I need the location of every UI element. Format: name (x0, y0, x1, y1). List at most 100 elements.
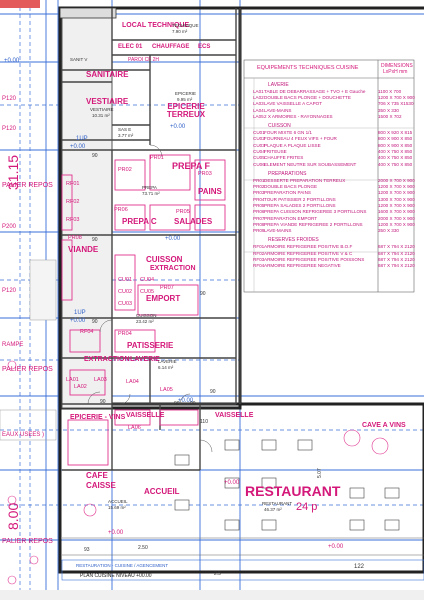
note-palier-repos-1: PALIER REPOS (2, 182, 53, 189)
room-accueil-area: 15.69 m² (108, 505, 126, 510)
level-7: +0.00 (224, 480, 240, 486)
room-prepa-area: 73.71 m² (142, 191, 160, 196)
equipment-description: PREPA SALADES 2 PORTILLONS (264, 202, 336, 208)
code-pr01: PR01 (150, 155, 164, 161)
room-vestiaire-small: VESTIAIRE (90, 107, 114, 112)
dim-90-b: 90 (92, 237, 98, 243)
equipment-dimensions: 687 X 794 X 2120 (378, 250, 415, 256)
label-ecs: ECS (198, 44, 211, 50)
kitchen-equipment (61, 154, 226, 466)
equipment-dimensions: 2000 X 700 X 900 (378, 177, 415, 183)
equipment-code: LA04 (253, 107, 264, 113)
equipment-description: PREPARATION EMPORT (264, 215, 318, 221)
room-accueil: ACCUEIL (144, 487, 180, 496)
room-cave-vins: CAVE A VINS (362, 422, 406, 429)
note-eaux-usees: EAUX USEES ) (2, 432, 45, 438)
equipment-code: PR06 (253, 209, 265, 215)
equipment-dimensions: 800 X 920 X 815 (378, 130, 413, 136)
label-sanit: SANIT V (70, 57, 88, 62)
level-p120a: P120 (2, 96, 17, 102)
equipment-code: RF02 (253, 250, 265, 256)
equipment-section-title: PREPARATIONS (268, 170, 307, 177)
room-viande: VIANDE (68, 245, 99, 254)
room-patisserie: PATISSERIE (127, 341, 174, 350)
equipment-description: FOUR MIXTE 6 GN 1/1 (264, 130, 312, 136)
level-up-1: 1UP (76, 136, 88, 142)
code-rf03: RF03 (66, 217, 80, 223)
level-9: +0.00 (328, 544, 344, 550)
level-p200: P200 (2, 224, 17, 230)
room-prepa-f: PREPA F (172, 161, 211, 171)
equipment-code: CU03 (253, 142, 265, 148)
dim-8-00: 8.00 (5, 502, 21, 530)
restaurant-capacity: 24 p (296, 501, 318, 513)
plan-note: RESTAURATION - CUISINE / AGENCEMENT (76, 563, 169, 568)
equipment-description: ARMOIRE REFRIGEREE POSITIVE B.O.F (264, 244, 353, 250)
room-epicerie-small: EPICERIE (175, 91, 197, 96)
level-4: +0.00 (170, 124, 186, 130)
room-cuisson-area: 23.42 m² (136, 319, 154, 324)
equipment-dimensions: 800 X 900 X 850 (378, 136, 413, 142)
equipment-description: TOUR PATISSIER 2 PORTILLONS (264, 196, 336, 202)
level-p120c: P120 (2, 288, 17, 294)
equipment-section-title: LAVERIE (268, 82, 289, 88)
dim-5-07: 5.07 (317, 468, 323, 478)
level-5: +0.00 (165, 236, 181, 242)
equipment-code: RF03 (253, 256, 265, 262)
room-laverie-small: LAVERIE (158, 359, 177, 364)
room-prepa-small: PREPA (142, 185, 157, 190)
equipment-description: DOUBLE BACS PLONGE (264, 184, 318, 189)
equipment-description: PREPARATION PAINS (264, 190, 311, 196)
equipment-dimensions: 687 X 794 X 2120 (378, 263, 415, 269)
room-cafe: CAFE (86, 471, 108, 480)
restaurant-tables (83, 429, 400, 531)
room-cuisson: CUISSON (146, 255, 183, 264)
exterior-features (0, 0, 57, 585)
code-pr03: PR03 (198, 171, 212, 177)
code-pr02: PR02 (118, 167, 132, 173)
equipment-description: LAVE VAISSELLE A CAPOT (264, 101, 323, 107)
room-vaisselle-2: VAISSELLE (215, 412, 254, 419)
equipment-description: LAVE-MAINS (264, 107, 292, 113)
code-la04: LA04 (126, 379, 139, 385)
code-cu05: CU05 (140, 289, 155, 295)
equipment-description: 2 X ARMOIRES - RAYONNAGES (264, 114, 333, 119)
equipment-code: CU01 (253, 130, 265, 136)
room-restaurant-small: RESTAURANT (262, 501, 293, 506)
equipment-code: LA02 (253, 95, 264, 101)
equipment-table-frame (243, 59, 415, 293)
code-pr04: PR04 (118, 331, 132, 337)
code-la02: LA02 (74, 384, 87, 390)
equipment-dimensions: 400 X 750 X 850 (378, 155, 413, 161)
room-sas: SAS E (118, 127, 132, 132)
equipment-description: FOURNEAU 4 FEUX VIFS + FOUR (264, 136, 337, 142)
level-up-2: 1UP (74, 310, 86, 316)
dim-90-d: 90 (92, 319, 98, 325)
equipment-dimensions: 2000 X 700 X 900 (378, 215, 415, 221)
equipment-description: LAVE-MAINS (264, 228, 292, 234)
equipment-description: ARMOIRE REFRIGEREE POSITIVE POISSONS (264, 256, 365, 262)
room-extraction: EXTRACTION (150, 265, 196, 272)
equipment-dimensions: 1200 X 700 X 900 (378, 190, 415, 196)
equipment-dimensions: 687 X 794 X 2120 (378, 256, 415, 262)
equipment-code: PR09 (253, 228, 265, 234)
equipment-dimensions: 687 X 794 X 2120 (378, 244, 415, 250)
equipment-code: CU05 (253, 155, 265, 161)
label-elec: ELEC 01 (118, 44, 143, 50)
label-chauffage: CHAUFFAGE (152, 44, 190, 50)
dim-90-e: 90 (174, 401, 180, 407)
equipment-description: DOUBLE BACS PLONGE + DOUCHETTE (264, 95, 351, 101)
equipment-code: PR03 (253, 190, 265, 196)
code-rf01: RF01 (66, 181, 80, 187)
dim-90-h: 90 (210, 389, 216, 395)
equipment-dimensions: 1500 X 702 (378, 114, 402, 119)
dim-110: 110 (200, 419, 208, 425)
code-la03: LA03 (94, 377, 107, 383)
room-restaurant-area: 46.37 m² (264, 507, 282, 512)
room-pains: PAINS (198, 187, 222, 196)
equipment-dimensions: 350 X 330 (378, 228, 399, 234)
code-pr08: PR08 (68, 235, 82, 241)
equipment-description: CHAUFFE FRITES (264, 155, 304, 161)
code-cu01: CU01 (118, 277, 133, 283)
